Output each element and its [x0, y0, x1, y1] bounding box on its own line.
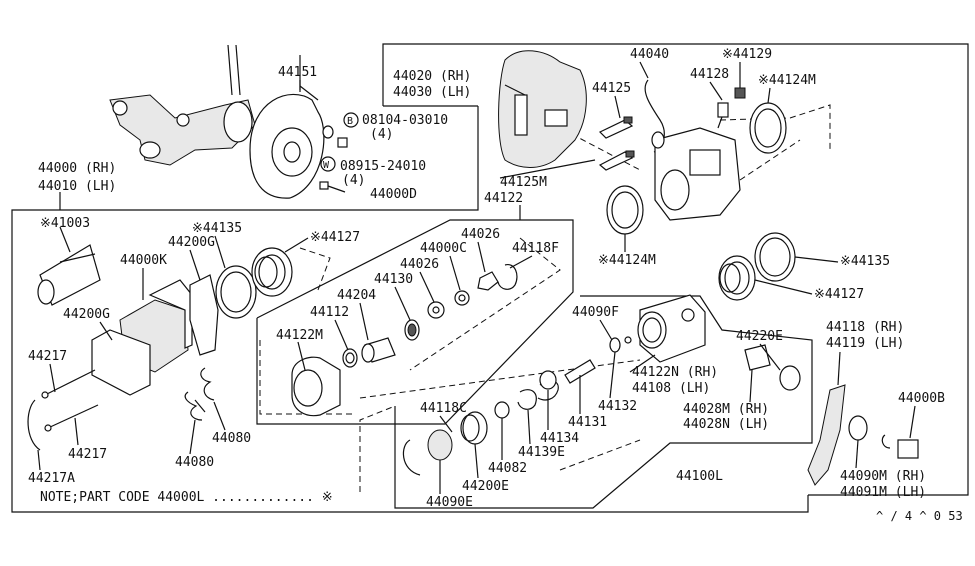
label-44122M: 44122M: [276, 328, 323, 343]
label-44125M: 44125M: [500, 175, 547, 190]
seal-rings-right: [718, 232, 796, 301]
label-44124M-top: ※44124M: [758, 73, 816, 88]
label-44090M-rh: 44090M (RH): [840, 469, 926, 484]
baffle-plate-part: [249, 55, 325, 199]
label-44204: 44204: [337, 288, 376, 303]
label-44134: 44134: [540, 431, 579, 446]
label-44127-right: ※44127: [814, 287, 864, 302]
piston-seal-rings-top: [606, 102, 787, 235]
label-44130: 44130: [374, 272, 413, 287]
label-44108-lh: 44108 (LH): [632, 381, 710, 396]
label-44200E: 44200E: [462, 479, 509, 494]
label-44217-top: 44217: [28, 349, 67, 364]
label-44118F: 44118F: [512, 241, 559, 256]
label-44119-lh: 44119 (LH): [826, 336, 904, 351]
label-44020-rh: 44020 (RH): [393, 69, 471, 84]
frame-lines: [11, 43, 969, 513]
leader-lines: [37, 61, 916, 494]
label-circle-b: B: [347, 116, 353, 127]
label-08915: 08915-24010: [340, 159, 426, 174]
label-08104-qty: (4): [370, 127, 393, 142]
label-44132: 44132: [598, 399, 637, 414]
label-44000D: 44000D: [370, 187, 417, 202]
label-44080-right: 44080: [212, 431, 251, 446]
label-44100L: 44100L: [676, 469, 723, 484]
label-44112: 44112: [310, 305, 349, 320]
label-44217-bot: 44217: [68, 447, 107, 462]
label-44000K: 44000K: [120, 253, 167, 268]
label-44010-lh: 44010 (LH): [38, 179, 116, 194]
circle-w-marker: [320, 156, 336, 172]
label-44139E: 44139E: [518, 445, 565, 460]
label-44135-right: ※44135: [840, 254, 890, 269]
label-44131: 44131: [568, 415, 607, 430]
guide-pins: [598, 116, 635, 171]
circle-b-marker: [343, 112, 359, 128]
label-44000B: 44000B: [898, 391, 945, 406]
bolts-washers: [319, 125, 348, 193]
label-44129: ※44129: [722, 47, 772, 62]
label-44090E: 44090E: [426, 495, 473, 510]
caliper-housing-part: [651, 127, 741, 221]
label-44200G-left: 44200G: [63, 307, 110, 322]
callout-labels: 44151 B 08104-03010 (4) W 08915-24010 (4…: [28, 47, 963, 523]
label-44127-left: ※44127: [310, 230, 360, 245]
brake-pads: [91, 279, 193, 396]
label-44200G-top: 44200G: [168, 235, 215, 250]
label-44151: 44151: [278, 65, 317, 80]
parking-lever-parts: [744, 344, 919, 486]
label-44122N-rh: 44122N (RH): [632, 365, 718, 380]
label-44000C: 44000C: [420, 241, 467, 256]
label-08104: 08104-03010: [362, 113, 448, 128]
knuckle-arm-part: [109, 44, 256, 166]
label-44118-rh: 44118 (RH): [826, 320, 904, 335]
lower-piston-assembly: [402, 294, 706, 476]
label-44028M-rh: 44028M (RH): [683, 402, 769, 417]
label-44000-rh: 44000 (RH): [38, 161, 116, 176]
seal-rings-left: [215, 247, 293, 319]
anti-rattle-springs: [184, 367, 215, 421]
label-circle-w: W: [323, 160, 330, 171]
page-reference: ^ / 4 ^ 0 53: [876, 509, 963, 523]
label-44118C: 44118C: [420, 401, 467, 416]
bleeder-screw: [717, 87, 746, 129]
pad-kit-box: [37, 244, 101, 306]
label-44026-top: 44026: [461, 227, 500, 242]
label-44217A: 44217A: [28, 471, 75, 486]
label-44124M-bot: ※44124M: [598, 253, 656, 268]
label-44122: 44122: [484, 191, 523, 206]
label-44028N-lh: 44028N (LH): [683, 417, 769, 432]
label-44040: 44040: [630, 47, 669, 62]
label-44030-lh: 44030 (LH): [393, 85, 471, 100]
label-44128: 44128: [690, 67, 729, 82]
label-08915-qty: (4): [342, 173, 365, 188]
pad-shims: [189, 274, 219, 356]
pad-pins: [27, 369, 99, 451]
caliper-bracket-part: [498, 50, 587, 168]
label-44125: 44125: [592, 81, 631, 96]
note-part-code: NOTE;PART CODE 44000L ............. ※: [40, 490, 333, 505]
label-41003: ※41003: [40, 216, 90, 231]
label-44080-left: 44080: [175, 455, 214, 470]
label-44135-left: ※44135: [192, 221, 242, 236]
label-44026-mid: 44026: [400, 257, 439, 272]
label-44082: 44082: [488, 461, 527, 476]
label-44090F: 44090F: [572, 305, 619, 320]
label-44220E: 44220E: [736, 329, 783, 344]
label-44091M-lh: 44091M (LH): [840, 485, 926, 500]
piston-assembly: [291, 263, 518, 417]
